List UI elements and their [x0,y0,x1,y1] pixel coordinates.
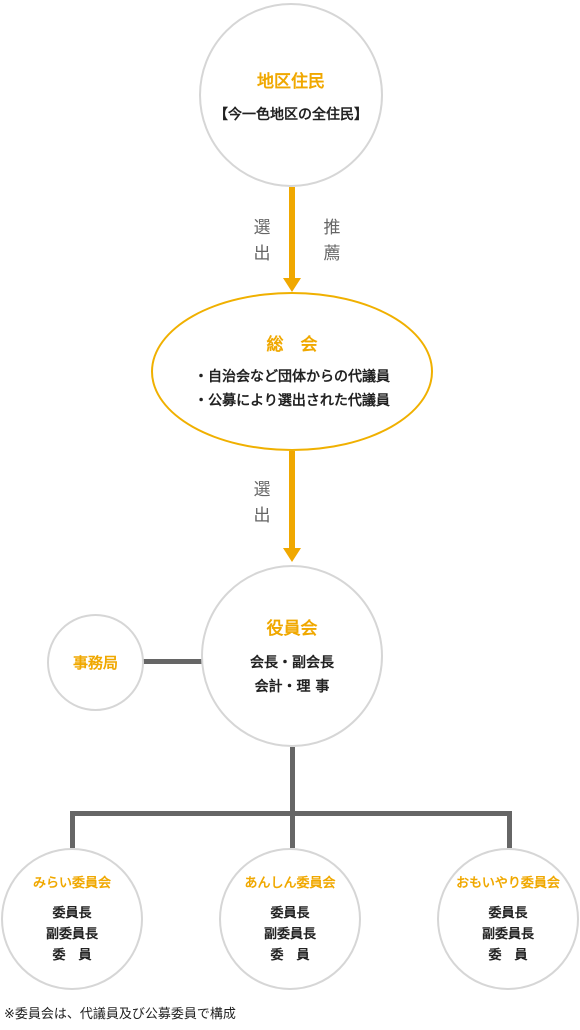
recommend-label: 推薦 [323,218,341,264]
committee-2-connector [290,811,295,848]
board-line-2: 会計・理 事 [254,678,330,695]
secretariat-title: 事務局 [72,654,118,672]
committee-omoiyari-node: おもいやり委員会 委員長 副委員長 委 員 [437,848,579,990]
committee-member: 副委員長 [481,927,534,942]
committee-member: 委 員 [52,948,92,963]
elect-label-1: 選出 [253,218,271,264]
committee-title: あんしん委員会 [244,876,336,891]
board-line-1: 会長・副会長 [250,654,334,671]
committee-anshin-node: あんしん委員会 委員長 副委員長 委 員 [219,848,361,990]
committee-member: 委員長 [488,906,528,921]
committee-member: 副委員長 [45,927,98,942]
arrow-head-icon [283,278,301,292]
board-title: 役員会 [266,618,318,639]
board-down-connector [290,747,295,815]
committee-title: おもいやり委員会 [456,876,560,891]
secretariat-connector [143,659,203,664]
committee-1-connector [70,811,75,848]
elect-label-2: 選出 [253,480,271,526]
committee-title: みらい委員会 [32,876,111,891]
general-assembly-line-1: ・自治会など団体からの代議員 [194,369,390,385]
committee-member: 副委員長 [263,927,316,942]
general-assembly-line-2: ・公募により選出された代議員 [194,393,390,409]
board-node: 役員会 会長・副会長 会計・理 事 [201,565,383,747]
committee-member: 委員長 [52,906,92,921]
arrow-head-icon [283,548,301,562]
committee-3-connector [507,811,512,848]
secretariat-node: 事務局 [47,614,144,711]
arrow-assembly-to-board [289,451,295,551]
residents-node: 地区住民 【今一色地区の全住民】 [199,3,383,187]
general-assembly-title: 総 会 [266,335,318,355]
committee-member: 委 員 [488,948,528,963]
general-assembly-node: 総 会 ・自治会など団体からの代議員 ・公募により選出された代議員 [151,292,433,451]
footnote: ※委員会は、代議員及び公募委員で構成 [4,1007,236,1022]
committee-member: 委 員 [270,948,310,963]
committee-mirai-node: みらい委員会 委員長 副委員長 委 員 [1,848,143,990]
committee-member: 委員長 [270,906,310,921]
residents-title: 地区住民 [257,71,325,92]
residents-subtitle: 【今一色地区の全住民】 [214,106,368,123]
arrow-residents-to-assembly [289,187,295,281]
